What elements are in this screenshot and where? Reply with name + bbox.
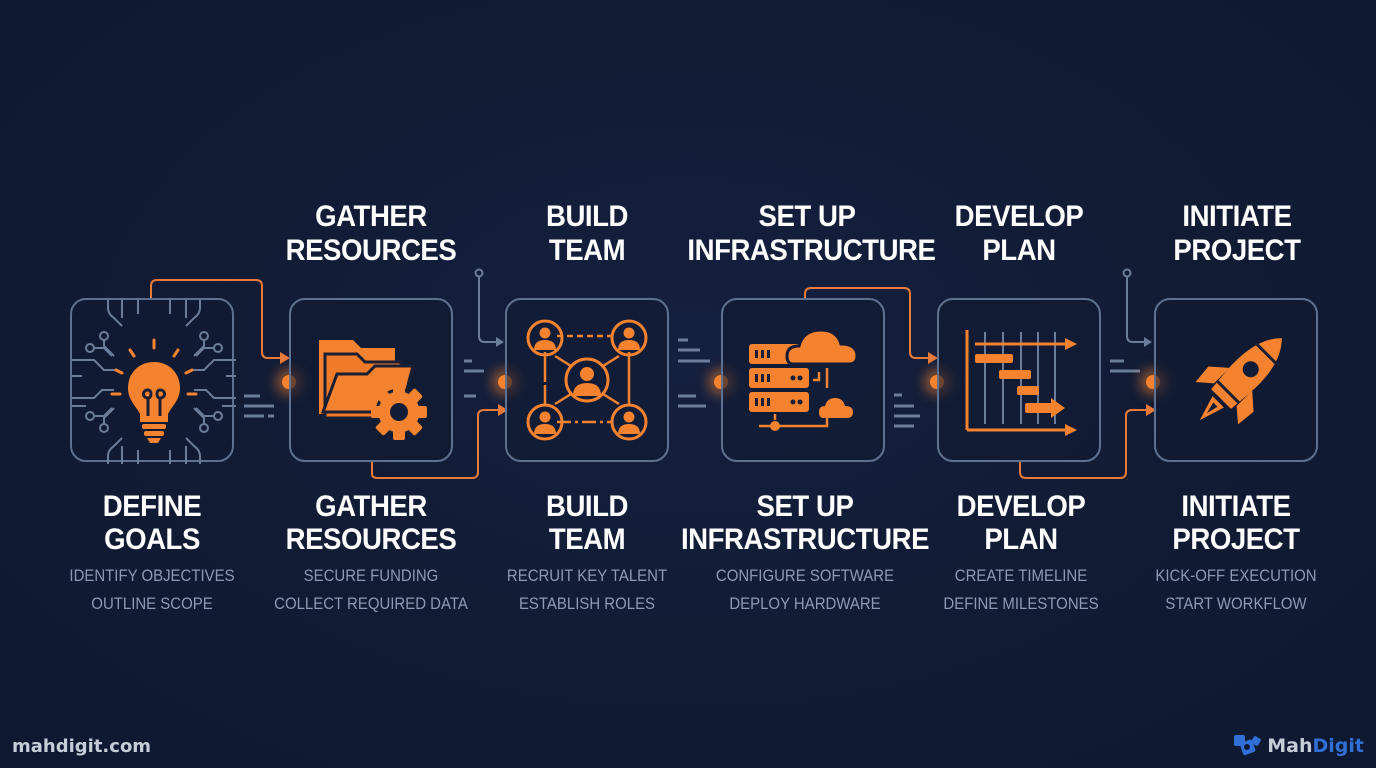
gantt-chart-icon	[965, 330, 1077, 436]
brand-name-part1: Mah	[1267, 735, 1313, 757]
step-box-set-up-infrastructure	[721, 298, 885, 462]
step-box-define-goals	[70, 298, 236, 464]
step-box-gather-resources	[289, 298, 453, 462]
server-cloud-icon	[749, 328, 859, 431]
rocket-icon	[1195, 338, 1282, 425]
step-box-develop-plan	[937, 298, 1101, 462]
folder-gear-icon	[319, 340, 427, 440]
mahdigit-logo-icon	[1234, 735, 1261, 756]
lightbulb-circuit-icon	[72, 300, 236, 464]
brand-name-part2: Digit	[1312, 735, 1364, 757]
step-box-build-team	[505, 298, 669, 462]
person-node	[526, 319, 564, 357]
step-box-initiate-project	[1154, 298, 1318, 462]
website-link[interactable]: mahdigit.com	[12, 736, 152, 757]
team-network-icon	[526, 319, 648, 441]
